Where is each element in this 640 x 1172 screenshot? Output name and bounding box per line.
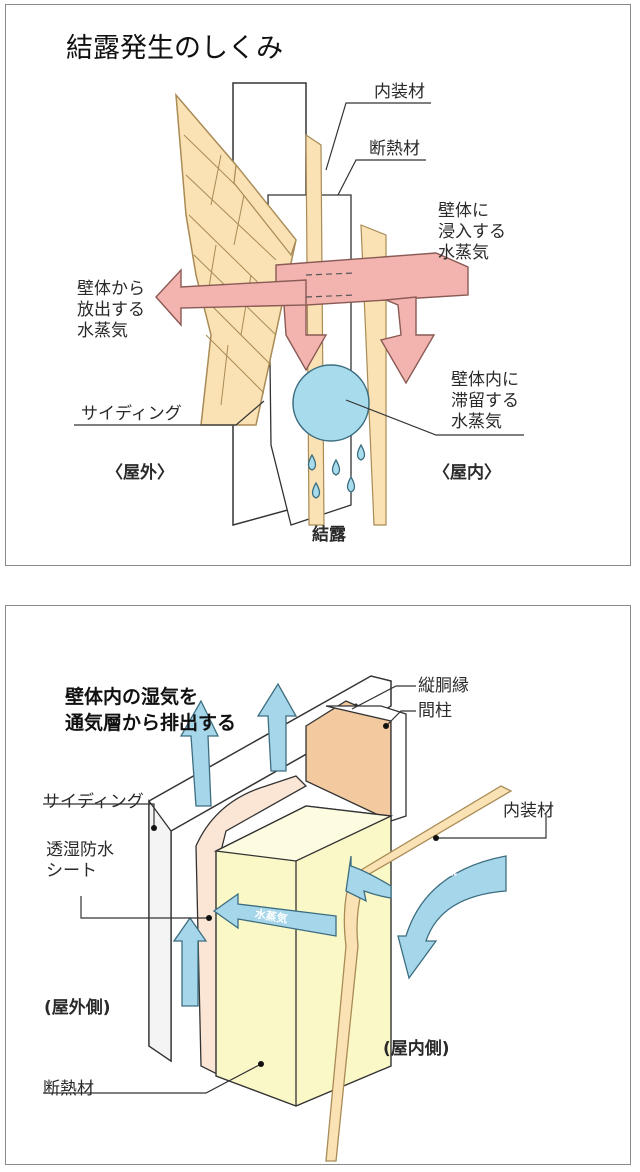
vapor-arrow-right-text: 水蒸気 (423, 864, 458, 882)
vapor-down-arrow-right (379, 296, 436, 385)
trapped-vapor-bubble (292, 364, 370, 442)
air-flow-arrows (172, 682, 298, 1007)
label-interior-material: 内装材 (374, 82, 425, 102)
leader-lines (74, 102, 524, 436)
ventilation-illustration: 水蒸気 水蒸気 (43, 675, 547, 1162)
label-stud: 間柱 (418, 701, 452, 721)
label-interior-material: 内装材 (503, 801, 554, 821)
label-inside: 〈屋内〉 (433, 463, 501, 483)
diagram-title: 結露発生のしくみ (66, 33, 284, 64)
label-inside-side: (屋内側) (383, 1039, 450, 1059)
label-siding: サイディング (81, 404, 182, 424)
label-vapor-trapped: 壁体内に 滞留する 水蒸気 (451, 370, 519, 432)
label-insulation: 断熱材 (369, 139, 420, 159)
label-outside: 〈屋外〉 (106, 463, 174, 483)
siding-board-edge (233, 163, 297, 257)
label-condensation: 結露 (312, 525, 346, 545)
vapor-arrow-room (397, 855, 507, 980)
siding-board-face (148, 799, 172, 1063)
label-insulation: 断熱材 (43, 1079, 94, 1099)
insulation-top (213, 805, 394, 862)
ventilation-diagram-panel: 水蒸気 水蒸気 壁体内の湿気を 通気層から排出する 縦胴縁 間柱 サイディング … (5, 605, 631, 1165)
condensation-diagram-panel: 結露発生のしくみ 内装材 断熱材 壁体に 浸入する 水蒸気 壁体から 放出する … (5, 4, 631, 566)
label-breathable-sheet: 透湿防水 シート (46, 840, 114, 881)
label-vapor-entering: 壁体に 浸入する 水蒸気 (438, 201, 506, 263)
vapor-arrow-into-wall (212, 892, 337, 937)
label-siding: サイディング (43, 792, 144, 812)
label-vapor-released: 壁体から 放出する 水蒸気 (77, 279, 145, 341)
leader-lines (43, 685, 547, 1094)
vapor-arrow-left-text: 水蒸気 (254, 906, 289, 926)
stud (305, 700, 392, 823)
condensation-droplets (307, 443, 366, 499)
vapor-arrow-room-left (345, 855, 392, 903)
ventilation-heading: 壁体内の湿気を 通気層から排出する (65, 686, 237, 734)
label-furring-strip: 縦胴縁 (418, 676, 469, 696)
condensation-illustration (74, 82, 524, 526)
vapor-released-arrow (155, 268, 307, 327)
label-outside-side: (屋外側) (44, 998, 111, 1018)
